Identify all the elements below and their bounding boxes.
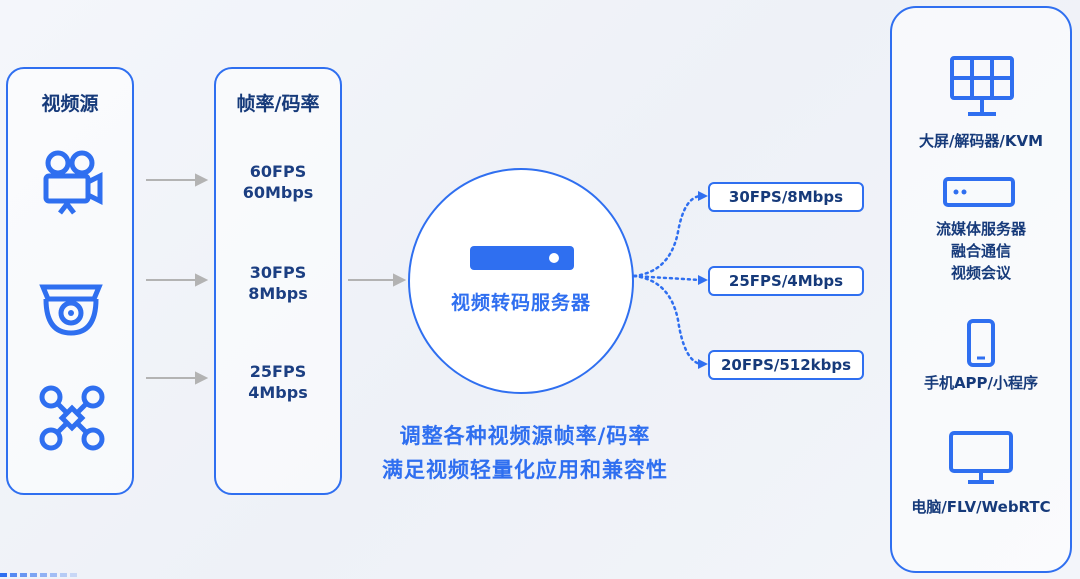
monitor-icon: [949, 431, 1013, 484]
source-to-rate-arrows: [146, 173, 209, 385]
rate-bitrate: 8Mbps: [248, 284, 308, 303]
decorative-dashes: [0, 573, 77, 577]
rate-to-server-arrow: [348, 273, 406, 287]
caption-line-2: 满足视频轻量化应用和兼容性: [382, 458, 668, 482]
device-label: 电脑/FLV/WebRTC: [911, 498, 1051, 516]
server-icon: [470, 246, 574, 270]
device-label-line: 视频会议: [950, 264, 1011, 282]
output-option: 20FPS/512kbps: [708, 350, 864, 380]
server-label: 视频转码服务器: [450, 292, 591, 314]
dome-camera-icon: [39, 284, 103, 336]
rate-title: 帧率/码率: [236, 93, 320, 115]
rate-item-2: 30FPS 8Mbps: [216, 262, 340, 304]
rate-item-3: 25FPS 4Mbps: [216, 361, 340, 403]
rate-item-1: 60FPS 60Mbps: [216, 161, 340, 203]
output-option: 25FPS/4Mbps: [708, 266, 864, 296]
mobile-phone-icon: [967, 319, 995, 367]
rate-fps: 60FPS: [249, 162, 307, 181]
device-panel: 大屏/解码器/KVM 流媒体服务器 融合通信 视频会议 手机APP/小程序 电脑…: [890, 6, 1072, 573]
caption-line-1: 调整各种视频源帧率/码率: [399, 424, 651, 448]
device-label-line: 融合通信: [950, 242, 1011, 260]
streaming-server-icon: [943, 177, 1015, 207]
video-camera-icon: [43, 150, 103, 215]
rate-panel: 帧率/码率 60FPS 60Mbps 30FPS 8Mbps 25FPS 4Mb…: [214, 67, 342, 495]
video-wall-icon: [950, 56, 1014, 116]
device-label: 大屏/解码器/KVM: [918, 132, 1044, 150]
output-fanout-arrows: [632, 191, 708, 369]
device-label: 手机APP/小程序: [923, 374, 1039, 392]
rate-bitrate: 4Mbps: [248, 383, 308, 402]
video-source-title: 视频源: [41, 93, 99, 115]
video-source-panel: 视频源: [6, 67, 134, 495]
device-label: 流媒体服务器 融合通信 视频会议: [892, 218, 1070, 284]
rate-fps: 25FPS: [249, 362, 307, 381]
drone-icon: [39, 385, 105, 451]
rate-fps: 30FPS: [249, 263, 307, 282]
transcoding-server: 视频转码服务器: [408, 168, 634, 394]
output-option: 30FPS/8Mbps: [708, 182, 864, 212]
rate-bitrate: 60Mbps: [242, 183, 314, 202]
device-label-line: 流媒体服务器: [935, 220, 1026, 238]
